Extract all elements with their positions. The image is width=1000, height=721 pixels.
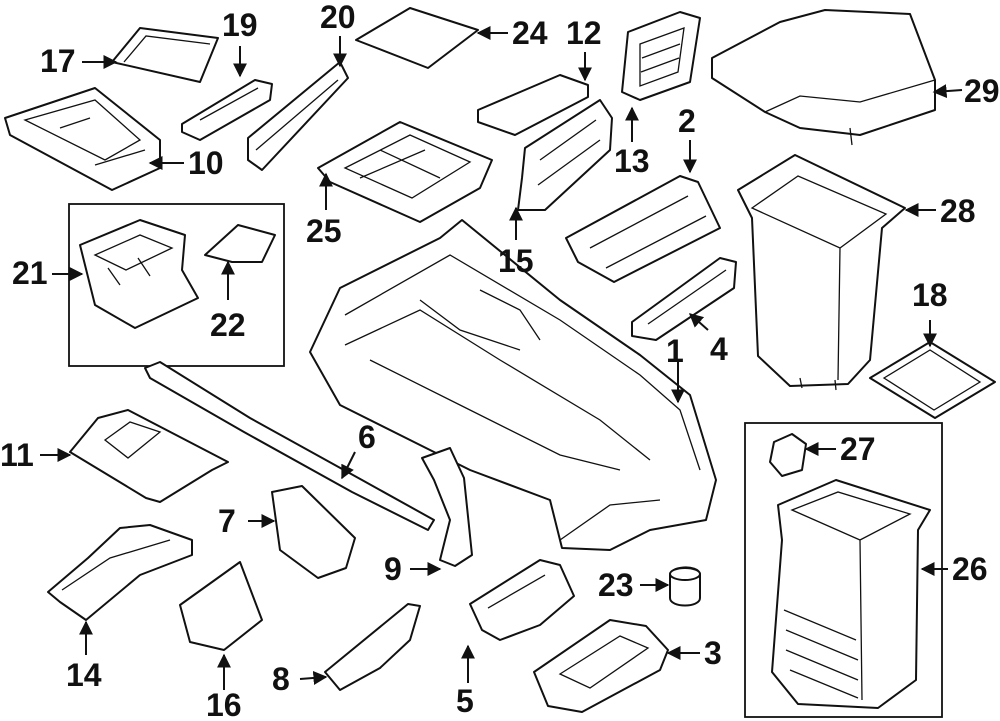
callout-28: 28: [940, 193, 976, 229]
callout-15: 15: [498, 243, 534, 279]
part-6-long-trim[interactable]: [144, 361, 435, 531]
callout-20: 20: [320, 0, 356, 35]
leader-29: [932, 84, 963, 99]
part-25-frame[interactable]: [317, 121, 493, 223]
callout-18: 18: [912, 277, 948, 313]
part-24-mat[interactable]: [355, 7, 479, 69]
callout-19: 19: [222, 7, 258, 43]
part-29-armrest-lid[interactable]: [711, 9, 936, 146]
callout-9: 9: [384, 551, 402, 587]
part-22-clip[interactable]: [204, 224, 276, 263]
part-11-bezel[interactable]: [69, 409, 229, 503]
callout-29: 29: [964, 73, 1000, 109]
part-5-bracket[interactable]: [469, 559, 575, 641]
callout-10: 10: [188, 145, 224, 181]
part-27-switch[interactable]: [769, 433, 807, 477]
callout-16: 16: [206, 687, 242, 721]
part-3-base-bracket[interactable]: [533, 619, 669, 713]
callout-27: 27: [840, 431, 876, 467]
callout-17: 17: [40, 43, 76, 79]
callout-26: 26: [952, 551, 988, 587]
callout-21: 21: [12, 255, 48, 291]
callout-8: 8: [272, 661, 290, 697]
callout-13: 13: [614, 143, 650, 179]
part-16-shield[interactable]: [179, 561, 263, 651]
leader-6: [341, 451, 356, 480]
callout-22: 22: [210, 307, 246, 343]
callout-3: 3: [704, 635, 722, 671]
group-box-21-22: [68, 203, 285, 367]
part-9-side-trim[interactable]: [421, 447, 473, 567]
callout-7: 7: [218, 503, 236, 539]
part-18-bin-mat[interactable]: [869, 341, 996, 419]
part-17-pad[interactable]: [111, 27, 219, 83]
callout-1: 1: [666, 333, 684, 369]
callout-25: 25: [306, 213, 342, 249]
part-15-side-bracket[interactable]: [517, 99, 613, 211]
part-13-vent-frame[interactable]: [621, 11, 701, 101]
part-28-storage-bin[interactable]: [737, 154, 906, 391]
part-14-lower-panel[interactable]: [47, 524, 193, 621]
leader-4: [688, 313, 709, 331]
part-20-trim-strip[interactable]: [247, 61, 349, 171]
part-21-cup-holder[interactable]: [79, 219, 199, 329]
leader-8: [299, 670, 328, 685]
part-26-storage-unit[interactable]: [771, 479, 931, 709]
callout-14: 14: [66, 657, 102, 693]
part-7-panel[interactable]: [271, 485, 356, 579]
callout-24: 24: [512, 15, 548, 51]
part-10-front-tray[interactable]: [4, 87, 161, 191]
callout-23: 23: [598, 567, 634, 603]
part-4-lower-bracket[interactable]: [631, 257, 737, 341]
callout-5: 5: [456, 683, 474, 719]
callout-4: 4: [710, 331, 728, 367]
callout-6: 6: [358, 419, 376, 455]
callout-2: 2: [678, 103, 696, 139]
part-19-bracket[interactable]: [181, 79, 273, 141]
callout-11: 11: [0, 437, 34, 473]
part-23-cup-insert[interactable]: [669, 566, 701, 607]
part-8-trim[interactable]: [324, 603, 421, 691]
part-2-upper-bracket[interactable]: [565, 175, 721, 283]
part-12-lid-strip[interactable]: [477, 74, 589, 136]
callout-12: 12: [566, 15, 602, 51]
